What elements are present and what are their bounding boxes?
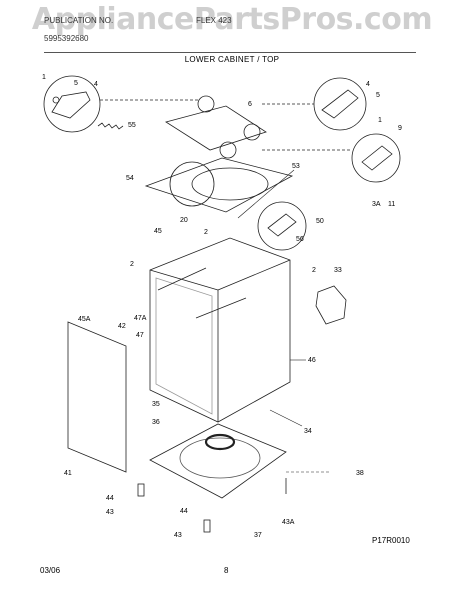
callout-4-right: 4	[366, 81, 370, 88]
tub-seal	[204, 433, 236, 451]
front-panel	[67, 321, 127, 473]
lid-switch-detail-circle	[351, 133, 401, 183]
leveling-leg	[203, 519, 211, 533]
callout-37: 37	[254, 532, 262, 539]
callout-53: 53	[292, 163, 300, 170]
leveling-leg	[137, 483, 145, 497]
callout-3A: 3A	[372, 201, 381, 208]
top-detail-circle	[169, 161, 215, 207]
callout-44: 44	[106, 495, 114, 502]
callout-44b: 44	[180, 508, 188, 515]
callout-6: 6	[248, 101, 252, 108]
page-number: 8	[224, 566, 229, 575]
diagram-title: LOWER CABINET / TOP	[184, 55, 280, 64]
callout-50: 50	[316, 218, 324, 225]
callout-2: 2	[204, 229, 208, 236]
callout-20: 20	[180, 217, 188, 224]
callout-1: 1	[42, 74, 46, 81]
callout-5: 5	[74, 80, 78, 87]
callout-47A: 47A	[134, 315, 147, 322]
callout-36: 36	[152, 419, 160, 426]
cabinet-base	[149, 423, 287, 499]
lid	[165, 105, 267, 151]
callout-55: 55	[128, 122, 136, 129]
hinge-detail-circle-left	[43, 75, 101, 133]
callout-34: 34	[304, 428, 312, 435]
corner-bracket	[315, 285, 347, 325]
callout-4: 4	[94, 81, 98, 88]
diagram-code: P17R0010	[372, 536, 410, 545]
callout-5-right: 5	[376, 92, 380, 99]
callout-46: 46	[308, 357, 316, 364]
callout-11: 11	[388, 201, 395, 208]
callout-43: 43	[106, 509, 114, 516]
cabinet-top	[144, 157, 294, 213]
callout-38: 38	[356, 470, 364, 477]
callout-41: 41	[64, 470, 72, 477]
callout-42: 42	[118, 323, 126, 330]
hinge-part	[51, 91, 91, 119]
callout-54: 54	[126, 175, 134, 182]
bracket-detail-circle	[257, 201, 307, 251]
callout-43A: 43A	[282, 519, 295, 526]
callout-35: 35	[152, 401, 160, 408]
model-number: FLEX 423	[196, 16, 232, 25]
watermark: AppliancePartsPros.com	[31, 2, 433, 37]
cabinet-body	[149, 237, 291, 423]
publication-number: 5995392680	[44, 34, 89, 43]
hinge-detail-circle-right	[313, 77, 367, 131]
callout-1-right: 1	[378, 117, 382, 124]
callout-45A: 45A	[78, 316, 91, 323]
callout-43b: 43	[174, 532, 182, 539]
callout-2b: 2	[130, 261, 134, 268]
footer-date: 03/06	[40, 566, 61, 575]
header-rule	[44, 52, 416, 53]
publication-label: PUBLICATION NO.	[44, 16, 114, 25]
spring	[97, 122, 124, 130]
callout-33: 33	[334, 267, 342, 274]
callout-56: 56	[296, 236, 304, 243]
callout-47: 47	[136, 332, 144, 339]
callout-2c: 2	[312, 267, 316, 274]
callout-45: 45	[154, 228, 162, 235]
callout-9: 9	[398, 125, 402, 132]
